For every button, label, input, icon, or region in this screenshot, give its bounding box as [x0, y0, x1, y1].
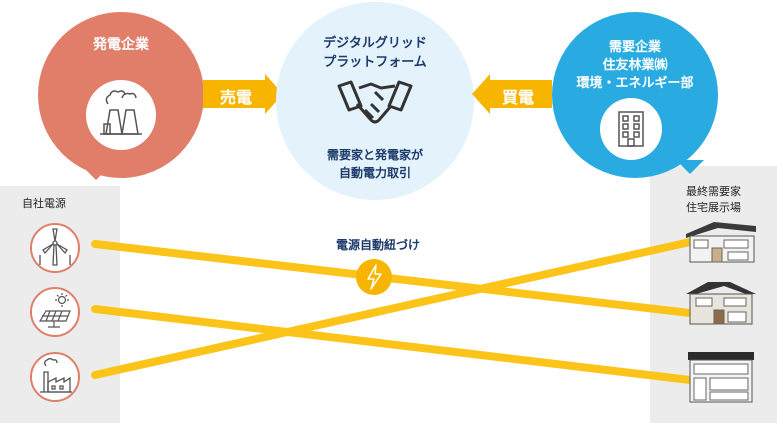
own-power-label: 自社電源	[22, 197, 66, 210]
sell-label: 売電	[219, 88, 252, 107]
generator-circle-notch	[82, 166, 110, 180]
platform-desc-line1: 需要家と発電家が	[326, 148, 423, 162]
buyer-line2: 住友林業㈱	[602, 58, 668, 73]
generator-label: 発電企業	[93, 37, 149, 53]
auto-link-label: 電源自動紐づけ	[335, 238, 420, 252]
house-icon	[684, 218, 758, 268]
sell-arrow	[203, 74, 283, 114]
end-user-line2: 住宅展示場	[686, 201, 741, 214]
handshake-icon	[335, 72, 415, 132]
buy-arrow	[472, 74, 552, 114]
house-icon	[684, 280, 758, 330]
power-plant-icon	[30, 352, 80, 402]
factory-icon	[86, 80, 156, 150]
platform-title-line2: プラットフォーム	[323, 55, 427, 70]
lightning-icon	[356, 259, 392, 295]
platform-desc-line2: 自動電力取引	[338, 166, 411, 180]
buyer-line1: 需要企業	[608, 40, 661, 55]
buy-label: 買電	[501, 88, 534, 107]
buyer-line3: 環境・エネルギー部	[576, 76, 694, 91]
wind-turbine-icon	[30, 223, 80, 273]
building-icon	[600, 98, 662, 160]
house-icon	[684, 350, 758, 408]
platform-title-line1: デジタルグリッド	[323, 36, 427, 51]
buyer-circle-notch	[676, 160, 704, 174]
platform-circle	[276, 2, 474, 200]
solar-panel-icon	[30, 287, 80, 337]
end-user-line1: 最終需要家	[686, 185, 741, 198]
